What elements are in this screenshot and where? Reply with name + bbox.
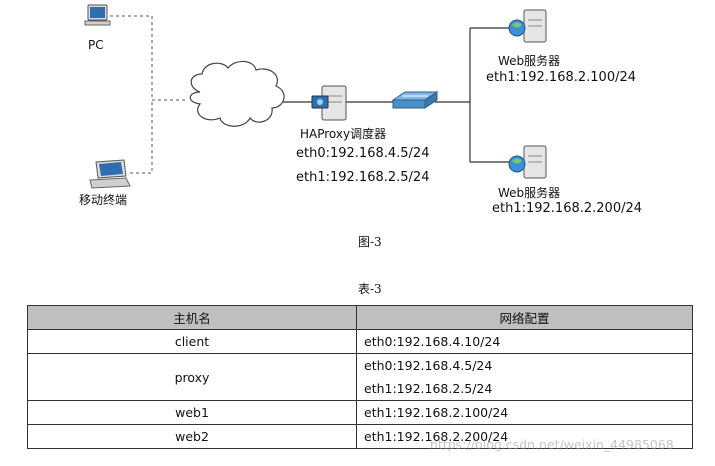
solid-links — [282, 27, 510, 163]
haproxy-eth0: eth0:192.168.4.5/24 — [296, 146, 430, 161]
table-caption: 表-3 — [358, 282, 382, 296]
web2-ip: eth1:192.168.2.200/24 — [492, 201, 643, 216]
network-diagram — [84, 4, 547, 189]
cell-host: proxy — [27, 353, 357, 401]
web1-label: Web服务器 — [498, 54, 561, 68]
cell-ip: eth0:192.168.4.10/24 — [356, 329, 693, 354]
cell-host: web1 — [27, 400, 357, 425]
figure-caption: 图-3 — [358, 235, 382, 249]
haproxy-label: HAProxy调度器 — [300, 127, 387, 141]
mobile-label: 移动终端 — [79, 193, 128, 207]
pc-icon — [84, 4, 111, 26]
watermark: https://blog.csdn.net/weixin_44985068 — [430, 437, 674, 452]
table-row: web2 eth1:192.168.2.200/24 — [27, 424, 693, 449]
cell-ip: eth0:192.168.4.5/24 — [364, 358, 493, 373]
table-header-row: 主机名 网络配置 — [27, 305, 693, 330]
web1-ip: eth1:192.168.2.100/24 — [486, 70, 637, 85]
pc-link — [110, 15, 188, 101]
cell-ip: eth1:192.168.2.100/24 — [356, 400, 693, 425]
server-icon — [508, 9, 547, 43]
network-config-table: 主机名 网络配置 client eth0:192.168.4.10/24 pro… — [27, 305, 693, 449]
dashed-links — [110, 15, 188, 174]
cell-host: web2 — [27, 424, 357, 449]
cell-host: client — [27, 329, 357, 354]
web2-label: Web服务器 — [498, 186, 561, 200]
switch-icon — [391, 91, 439, 109]
table-row: proxy eth0:192.168.4.5/24 eth1:192.168.2… — [27, 353, 693, 401]
cloud-icon — [189, 60, 285, 127]
cell-ip: eth1:192.168.2.200/24 — [356, 424, 693, 449]
header-network-config: 网络配置 — [356, 305, 693, 330]
laptop-icon — [89, 159, 131, 189]
header-hostname: 主机名 — [27, 305, 357, 330]
table-row: web1 eth1:192.168.2.100/24 — [27, 400, 693, 425]
server-icon — [311, 85, 347, 121]
pc-label: PC — [88, 38, 104, 52]
cell-ip: eth1:192.168.2.5/24 — [364, 381, 493, 396]
mobile-link — [130, 100, 153, 174]
server-icon — [508, 145, 547, 179]
cell-ip-multi: eth0:192.168.4.5/24 eth1:192.168.2.5/24 — [356, 353, 693, 401]
table-row: client eth0:192.168.4.10/24 — [27, 329, 693, 354]
haproxy-eth1: eth1:192.168.2.5/24 — [296, 170, 430, 185]
